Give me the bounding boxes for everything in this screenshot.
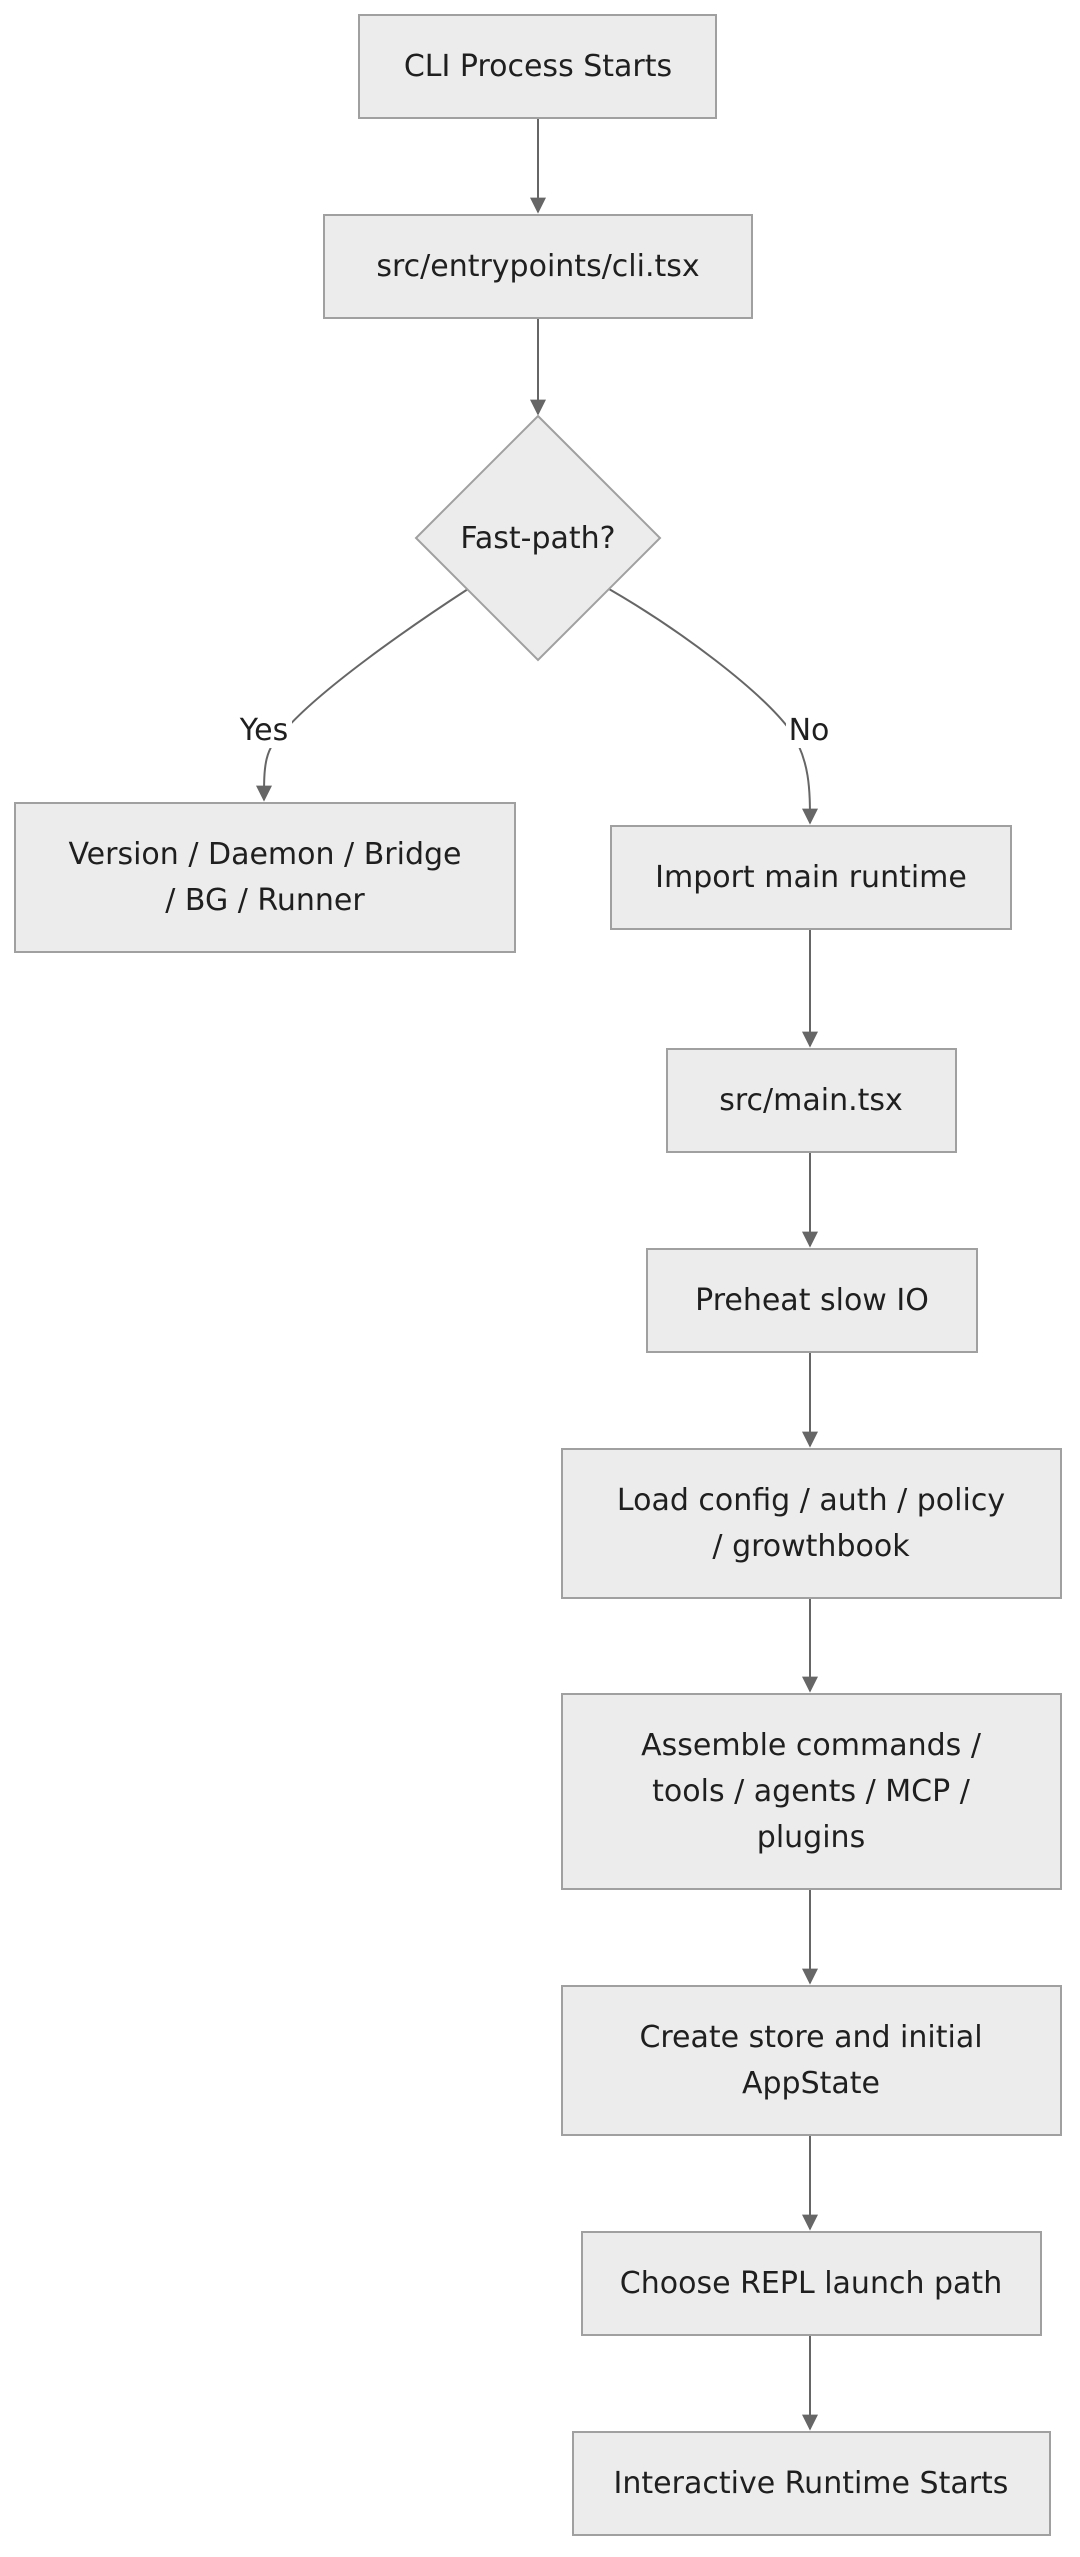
node-choose-repl: Choose REPL launch path [581, 2231, 1042, 2336]
node-label: src/main.tsx [719, 1083, 903, 1118]
node-import-main-runtime: Import main runtime [610, 825, 1012, 930]
node-label: Version / Daemon / Bridge / BG / Runner [68, 837, 461, 918]
node-label-line: Choose REPL launch path [620, 2266, 1002, 2301]
node-label-line: tools / agents / MCP / [652, 1774, 971, 1809]
node-label: Assemble commands / tools / agents / MCP … [641, 1728, 982, 1855]
node-label-line: Version / Daemon / Bridge [68, 837, 461, 872]
node-label-line: Load config / auth / policy [617, 1483, 1005, 1518]
node-label-line: Import main runtime [655, 860, 967, 895]
node-label: CLI Process Starts [404, 49, 672, 84]
yes-edge-label: Yes [239, 713, 288, 748]
edge-fastpath-yes [256, 588, 469, 802]
node-cli-entrypoint: src/entrypoints/cli.tsx [323, 214, 753, 319]
node-label: Choose REPL launch path [620, 2266, 1002, 2301]
node-label-line: Assemble commands / [641, 1728, 982, 1763]
node-label-line: plugins [757, 1820, 865, 1855]
edge-labels: Yes No [236, 708, 832, 748]
decision-fast-path: Fast-path? [414, 414, 662, 662]
node-label: Preheat slow IO [695, 1283, 929, 1318]
node-interactive-runtime: Interactive Runtime Starts [572, 2431, 1051, 2536]
node-label-line: Preheat slow IO [695, 1283, 929, 1318]
no-edge-label: No [789, 713, 830, 748]
node-label-line: / BG / Runner [165, 883, 365, 918]
node-label-line: Interactive Runtime Starts [614, 2466, 1009, 2501]
node-label-line: CLI Process Starts [404, 49, 672, 84]
node-version-daemon-bridge: Version / Daemon / Bridge / BG / Runner [14, 802, 516, 953]
node-label-line: src/entrypoints/cli.tsx [376, 249, 699, 284]
node-label: Load config / auth / policy / growthbook [617, 1483, 1005, 1564]
node-label-line: AppState [742, 2066, 880, 2101]
node-label: Fast-path? [460, 521, 615, 556]
node-label-line: / growthbook [712, 1529, 910, 1564]
node-label: Import main runtime [655, 860, 967, 895]
node-label: Interactive Runtime Starts [614, 2466, 1009, 2501]
node-main-tsx: src/main.tsx [666, 1048, 957, 1153]
node-load-config: Load config / auth / policy / growthbook [561, 1448, 1062, 1599]
node-label-line: Create store and initial [639, 2020, 982, 2055]
node-label: src/entrypoints/cli.tsx [376, 249, 699, 284]
node-cli-process-starts: CLI Process Starts [358, 14, 717, 119]
node-assemble-commands: Assemble commands / tools / agents / MCP … [561, 1693, 1062, 1890]
node-preheat-slow-io: Preheat slow IO [646, 1248, 978, 1353]
edges [256, 118, 818, 2431]
node-label-line: Fast-path? [460, 521, 615, 556]
node-label-line: src/main.tsx [719, 1083, 903, 1118]
edge-fastpath-no [608, 588, 818, 825]
